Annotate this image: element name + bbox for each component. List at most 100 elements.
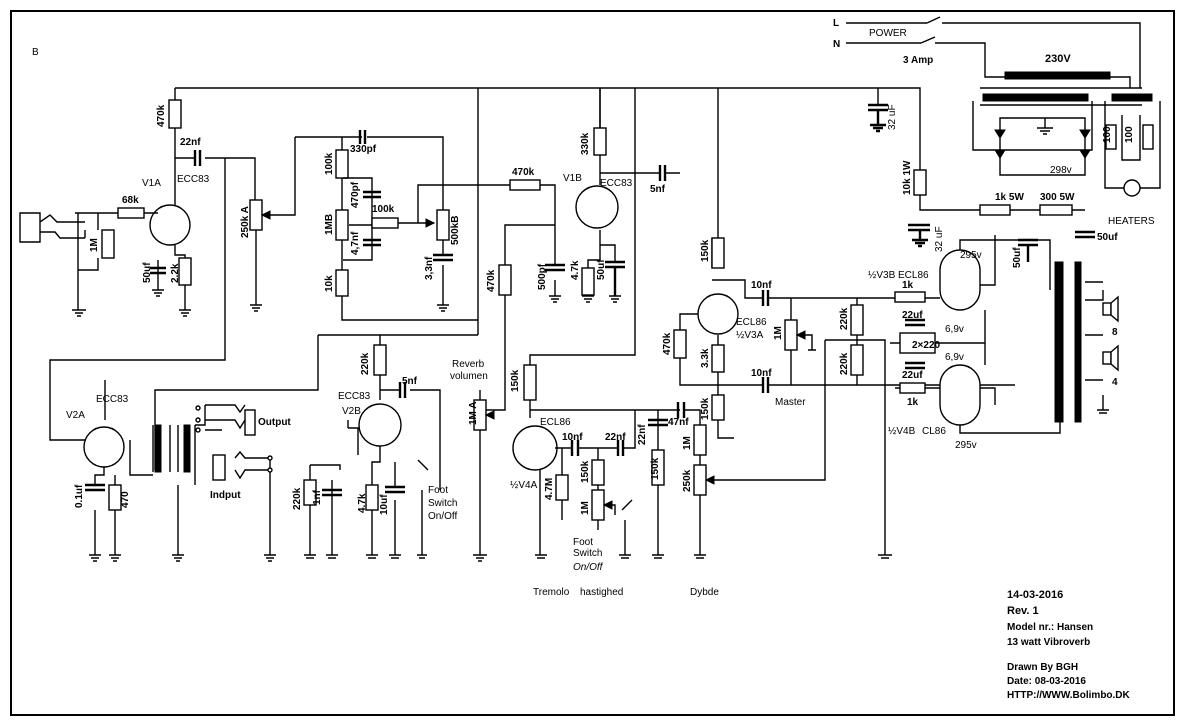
title-product: 13 watt Vibroverb (1007, 637, 1090, 648)
v295-b-label: 295v (955, 440, 977, 451)
r470k-d-label: 470k (662, 332, 673, 355)
speaker-8-icon (1110, 295, 1119, 323)
r1k-b-label: 1k (907, 397, 919, 408)
tube-v2b (358, 403, 402, 447)
p1ma-label: 1M A (468, 401, 479, 425)
r330k-label: 330k (580, 132, 591, 155)
primary-label: 230V (1045, 53, 1071, 65)
c22nf-b-label: 22nf (605, 432, 626, 443)
r1k5w-label: 1k 5W (995, 192, 1024, 203)
r1m-in-label: 1M (89, 238, 100, 252)
v2b-type: ECC83 (338, 391, 371, 402)
foot-switch-a-2: Switch (428, 498, 457, 509)
c50uf-b-label: 50uf (596, 259, 607, 280)
speaker-4-icon (1110, 344, 1119, 372)
input-stage: 68k 1M V1A ECC83 470k 22nf 2.2k 50uf 250… (19, 88, 296, 317)
r150k-b-label: 150k (700, 397, 711, 420)
v4b-type: CL86 (922, 426, 946, 437)
transformer-secondary (982, 93, 1089, 102)
r4k7-b-label: 4.7k (357, 493, 368, 513)
sheet-frame (10, 10, 1175, 716)
v4b-label: ½V4B (888, 426, 916, 437)
c4n7-label: 4,7nf (350, 231, 361, 255)
foot-switch-a-3: On/Off (428, 511, 457, 522)
c10nf-c-label: 10nf (562, 432, 583, 443)
v2a-label: V2A (66, 410, 85, 421)
title-date: 14-03-2016 (1007, 589, 1063, 601)
transformer-primary (1004, 71, 1111, 80)
v2b-label: V2B (342, 406, 361, 417)
c10nf-a-label: 10nf (751, 280, 772, 291)
c22uf-b-label: 22uf (902, 370, 923, 381)
r150k-a-label: 150k (700, 239, 711, 262)
sheet-letter: B (32, 47, 39, 58)
r2x220-label: 2×220 (912, 340, 941, 351)
r10k1w-label: 10k 1W (902, 160, 913, 195)
v1b-stage: 470k 330k V1B ECC83 5nf 500pf 4.7k 50uf … (485, 88, 680, 411)
c22uf-a-label: 22uf (902, 310, 923, 321)
heaters-label: HEATERS (1108, 216, 1155, 227)
power-switch (920, 16, 941, 44)
r220k-a-label: 220k (839, 307, 850, 330)
r220k-b-label: 220k (839, 352, 850, 375)
tremolo-label: Tremolo (533, 587, 570, 598)
v295-a-label: 295v (960, 250, 982, 261)
tube-v4b (939, 364, 981, 426)
secondary-voltage: 298v (1050, 165, 1072, 176)
v3b-label: ½V3B (868, 270, 896, 281)
foot-switch-a-1: Foot (428, 485, 448, 496)
v1a-type: ECC83 (177, 174, 210, 185)
output-jack (205, 404, 246, 431)
foot-switch-b-1: Foot (573, 537, 593, 548)
r68k-label: 68k (122, 195, 139, 206)
input-label: Indput (210, 490, 241, 501)
tube-v4a (512, 425, 558, 471)
tube-v1a (149, 204, 191, 246)
p250k-a-label: 250k A (240, 206, 251, 238)
pilot-lamp-icon (1123, 179, 1141, 197)
p1m-master-label: 1M (773, 326, 784, 340)
title-block: 14-03-2016 Rev. 1 Model nr.: Hansen 13 w… (1007, 589, 1131, 701)
phase-inverter: 150k ECL86 ½V3A 10nf 10nf 470k 3.3k 150k… (662, 237, 1015, 559)
r220k-c-label: 220k (360, 352, 371, 375)
p1m-speed-label: 1M (580, 501, 591, 515)
heater-r2: 100 (1124, 126, 1135, 143)
tube-v1b (575, 185, 619, 229)
r4k7-a-label: 4.7k (570, 260, 581, 280)
c10uf-label: 10uf (379, 494, 390, 515)
v69-a-label: 6,9v (945, 324, 964, 335)
title-drawn-date: Date: 08-03-2016 (1007, 676, 1086, 687)
c10nf-b-label: 10nf (751, 368, 772, 379)
c3n3-label: 3,3nf (424, 256, 435, 280)
r470-label: 470 (120, 491, 131, 508)
out4-label: 4 (1112, 377, 1118, 388)
input-jack-a (19, 212, 118, 243)
r10k-label: 10k (324, 275, 335, 292)
c500pf-label: 500pf (537, 263, 548, 290)
tone-stack: 100k 330pf 1MB 470pf 4,7nf 10k 100k 500k… (295, 130, 510, 321)
r470k-c-label: 470k (486, 269, 497, 292)
c47nf-label: 47nf (668, 417, 689, 428)
title-url: HTTP://WWW.Bolimbo.DK (1007, 690, 1131, 701)
reverb-driver: V2A ECC83 0.1uf 470 Output Indput (49, 158, 478, 562)
fuse-label: 3 Amp (903, 55, 933, 66)
c5nf-a-label: 5nf (650, 184, 666, 195)
power-label: POWER (869, 28, 907, 39)
output-transformer (1054, 261, 1064, 423)
r4m7-label: 4.7M (544, 478, 555, 500)
p1mb-label: 1MB (324, 214, 335, 235)
v1b-type: ECC83 (600, 178, 633, 189)
c50uf-a-label: 50uf (142, 262, 153, 283)
v3b-type: ECL86 (898, 270, 929, 281)
foot-switch-b-2: Switch (573, 548, 602, 559)
v1b-label: V1B (563, 173, 582, 184)
master-label: Master (775, 397, 806, 408)
c1nf-label: 1nf (312, 489, 323, 505)
speed-label: hastighed (580, 587, 623, 598)
title-drawn-by: Drawn By BGH (1007, 662, 1078, 673)
c32uf-a-label: 32 uF (887, 104, 898, 130)
output-label: Output (258, 417, 291, 428)
v2a-type: ECC83 (96, 394, 129, 405)
c22nf-c-label: 22nf (637, 424, 648, 445)
